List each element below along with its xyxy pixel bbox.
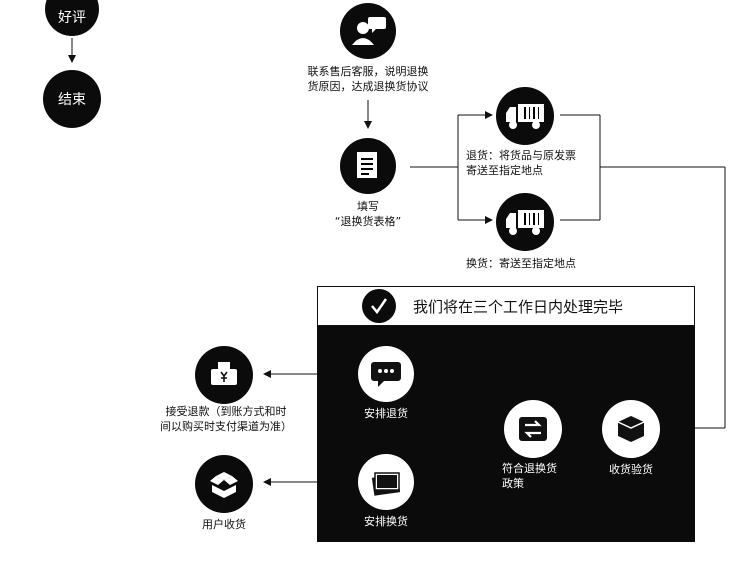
banner-text: 我们将在三个工作日内处理完毕 — [413, 298, 624, 316]
policy-text-line1: 符合退换货 — [502, 462, 557, 475]
exchange-arrows-icon — [504, 400, 562, 458]
delivery-truck-icon — [496, 87, 554, 145]
accept-refund-line1: 接受退款（到账方式和时 — [165, 405, 287, 418]
processing-banner: 我们将在三个工作日内处理完毕 — [317, 286, 695, 326]
contact-text-line2: 货原因，达成退换货协议 — [307, 80, 429, 93]
end-node: 结束 — [43, 70, 101, 128]
package-box-icon — [602, 400, 660, 458]
return-text-line1: 退货：将货品与原发票 — [466, 149, 576, 162]
exchange-step-text: 换货：寄送至指定地点 — [466, 257, 576, 270]
good-review-label: 好评 — [58, 10, 86, 26]
checkmark-icon — [362, 289, 396, 323]
open-box-icon — [195, 455, 253, 513]
policy-text-line2: 政策 — [502, 477, 524, 490]
fill-form-line1: 填写 — [357, 200, 379, 213]
document-icon — [340, 138, 396, 194]
refund-wallet-icon — [195, 346, 253, 404]
accept-refund-line2: 间以购买时支付渠道为准） — [160, 420, 292, 433]
customer-service-chat-icon — [340, 3, 396, 59]
speech-bubble-icon — [358, 346, 414, 402]
arrange-exchange-text: 安排换货 — [364, 515, 408, 528]
policy-text: 符合退换货 政策 — [502, 461, 582, 491]
fill-form-text: 填写 “退换货表格” — [320, 199, 416, 229]
user-receive-text: 用户收货 — [202, 518, 246, 531]
stacked-cards-icon — [358, 454, 414, 510]
return-step-text: 退货：将货品与原发票 寄送至指定地点 — [466, 148, 606, 178]
return-text-line2: 寄送至指定地点 — [466, 164, 543, 177]
contact-text-line1: 联系售后客服，说明退换 — [307, 65, 429, 78]
arrange-refund-text: 安排退货 — [364, 407, 408, 420]
fill-form-line2: “退换货表格” — [334, 215, 402, 228]
accept-refund-text: 接受退款（到账方式和时 间以购买时支付渠道为准） — [146, 404, 306, 434]
end-label: 结束 — [58, 92, 86, 108]
contact-step-text: 联系售后客服，说明退换 货原因，达成退换货协议 — [290, 64, 446, 94]
delivery-truck-icon — [496, 193, 554, 251]
receive-inspect-text: 收货验货 — [609, 463, 653, 476]
